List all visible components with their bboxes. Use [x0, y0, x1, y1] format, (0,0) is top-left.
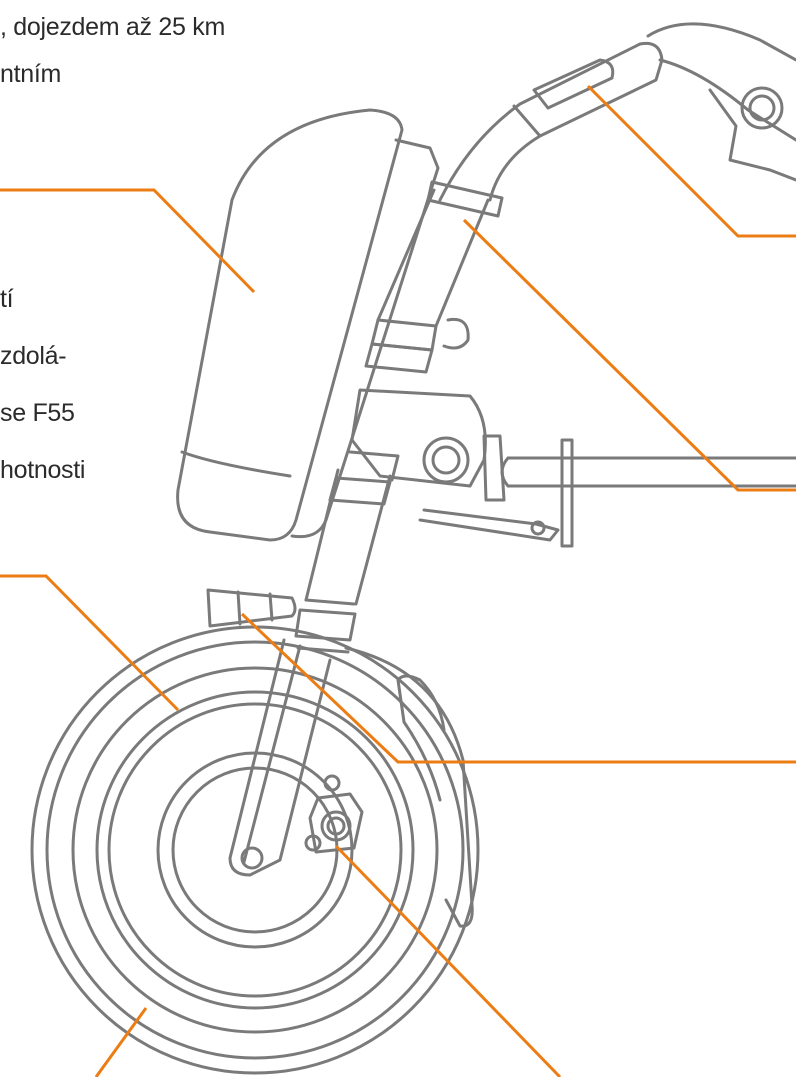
rim-inner-ring	[107, 702, 403, 998]
hub-leader	[334, 844, 562, 1077]
tow-bar-bracket	[482, 434, 506, 502]
column-upper-right	[434, 198, 490, 328]
text-mid-line-4: hotnosti	[0, 456, 86, 484]
axle-nut	[320, 810, 352, 842]
clamp-pivot-outer	[422, 436, 470, 484]
axle-nut-inner	[326, 816, 346, 836]
lock-bolt	[530, 520, 546, 536]
tow-bar-tube	[500, 456, 796, 488]
clamp-pivot-inner	[431, 445, 461, 475]
battery-outer	[176, 108, 404, 542]
fork-leg-inner	[242, 644, 302, 864]
tire-ring-2	[45, 640, 465, 1060]
fork-leg-outer	[228, 638, 332, 877]
stem-leader	[462, 218, 796, 492]
callout-leaders	[0, 84, 796, 1077]
wheel-bottom-leader	[94, 1007, 148, 1077]
tire-leader	[0, 574, 180, 712]
text-mid-line-1: tí	[0, 285, 14, 313]
handlebar	[438, 22, 796, 202]
battery-pack	[176, 108, 440, 542]
battery-stripe	[180, 450, 292, 478]
front-fork	[228, 638, 364, 877]
fork-dropout-hole	[240, 846, 264, 870]
grip-band	[532, 58, 615, 110]
lock-bar	[418, 508, 560, 542]
brake-pivot-inner	[748, 94, 776, 122]
text-top-line-2: ntním	[0, 60, 62, 88]
handlebar-leader	[586, 84, 796, 238]
text-mid-line-3: se F55	[0, 399, 75, 427]
bar-outer	[438, 41, 664, 202]
battery-leader	[0, 188, 256, 294]
light-leader	[240, 612, 796, 764]
headlight	[206, 588, 297, 628]
tow-bar	[418, 434, 796, 548]
brake-body	[708, 88, 796, 182]
steering-column	[294, 180, 504, 654]
axle-bolt-bottom	[304, 834, 322, 852]
text-top-line-1: , dojezdem až 25 km	[0, 13, 225, 41]
column-knob	[442, 317, 470, 350]
battery-inner	[290, 138, 440, 539]
text-mid-line-2: zdolá-	[0, 342, 67, 370]
brake-pivot-outer	[740, 86, 784, 130]
axle-plate	[308, 792, 364, 854]
lock-post	[560, 438, 574, 548]
collar-mid	[328, 476, 392, 506]
mudguard	[344, 646, 474, 928]
collar-lower	[294, 608, 357, 642]
rim-ring	[95, 690, 415, 1010]
axle-bolt-top	[323, 774, 341, 792]
brake-lever	[646, 22, 796, 142]
tire-ring-3	[71, 666, 439, 1034]
